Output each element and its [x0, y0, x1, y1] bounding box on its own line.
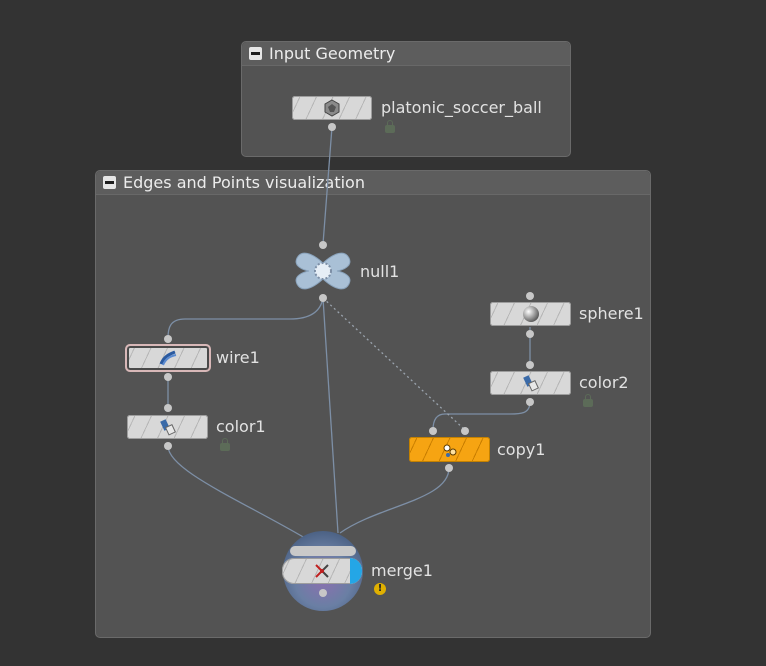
input-connector[interactable] — [461, 427, 469, 435]
node-label: wire1 — [216, 348, 260, 367]
wire-copy1-to-merge1 — [339, 467, 450, 534]
wire-color2-to-copy1 — [432, 401, 531, 431]
merge-top-bar — [290, 546, 356, 556]
output-connector[interactable] — [445, 464, 453, 472]
network-box-input-geometry[interactable]: Input Geometry — [241, 41, 571, 157]
lock-icon — [583, 394, 593, 407]
node-label: color2 — [579, 373, 629, 392]
null-icon — [314, 262, 332, 280]
wire-null1-to-wire1 — [167, 297, 324, 339]
node-copy1[interactable] — [409, 437, 490, 462]
input-connector[interactable] — [526, 361, 534, 369]
wire-null1-to-copy1-template — [322, 297, 466, 431]
output-connector[interactable] — [526, 398, 534, 406]
output-connector[interactable] — [319, 294, 327, 302]
warning-icon[interactable]: ! — [374, 583, 386, 595]
collapse-icon[interactable] — [103, 176, 116, 189]
input-connector[interactable] — [319, 241, 327, 249]
node-merge1[interactable] — [282, 558, 362, 584]
merge-flag[interactable] — [350, 558, 362, 584]
node-null1[interactable] — [293, 250, 353, 292]
lock-icon — [385, 120, 395, 133]
node-label: color1 — [216, 417, 266, 436]
input-connector[interactable] — [429, 427, 437, 435]
wire-color1-to-merge1 — [167, 445, 306, 539]
lock-icon — [220, 438, 230, 451]
output-connector[interactable] — [328, 123, 336, 131]
node-sphere1[interactable] — [490, 302, 571, 326]
network-box-edges-points[interactable]: Edges and Points visualization — [95, 170, 651, 638]
network-box-title: Edges and Points visualization — [123, 173, 365, 192]
node-label: null1 — [360, 262, 400, 281]
color-icon — [522, 375, 539, 392]
wire-icon — [159, 350, 177, 366]
collapse-icon[interactable] — [249, 47, 262, 60]
color-icon — [159, 419, 176, 436]
node-label: merge1 — [371, 561, 433, 580]
node-color2[interactable] — [490, 371, 571, 395]
node-platonic-soccer-ball[interactable] — [292, 96, 372, 120]
input-connector[interactable] — [526, 292, 534, 300]
network-box-header[interactable]: Edges and Points visualization — [96, 171, 650, 195]
output-connector[interactable] — [526, 330, 534, 338]
output-connector[interactable] — [164, 373, 172, 381]
platonic-icon — [324, 99, 340, 117]
wire-null1-to-merge1 — [322, 297, 339, 534]
sphere-icon — [522, 306, 539, 322]
copy-icon — [443, 444, 456, 457]
node-color1[interactable] — [127, 415, 208, 439]
node-label: sphere1 — [579, 304, 644, 323]
merge-icon — [315, 564, 329, 578]
node-label: platonic_soccer_ball — [381, 98, 542, 117]
input-connector[interactable] — [164, 335, 172, 343]
output-connector[interactable] — [319, 589, 327, 597]
network-box-header[interactable]: Input Geometry — [242, 42, 570, 66]
output-connector[interactable] — [164, 442, 172, 450]
input-connector[interactable] — [164, 404, 172, 412]
wire-platonic-to-null1 — [322, 126, 333, 245]
node-wire1[interactable] — [125, 344, 211, 372]
node-label: copy1 — [497, 440, 546, 459]
network-box-title: Input Geometry — [269, 44, 396, 63]
